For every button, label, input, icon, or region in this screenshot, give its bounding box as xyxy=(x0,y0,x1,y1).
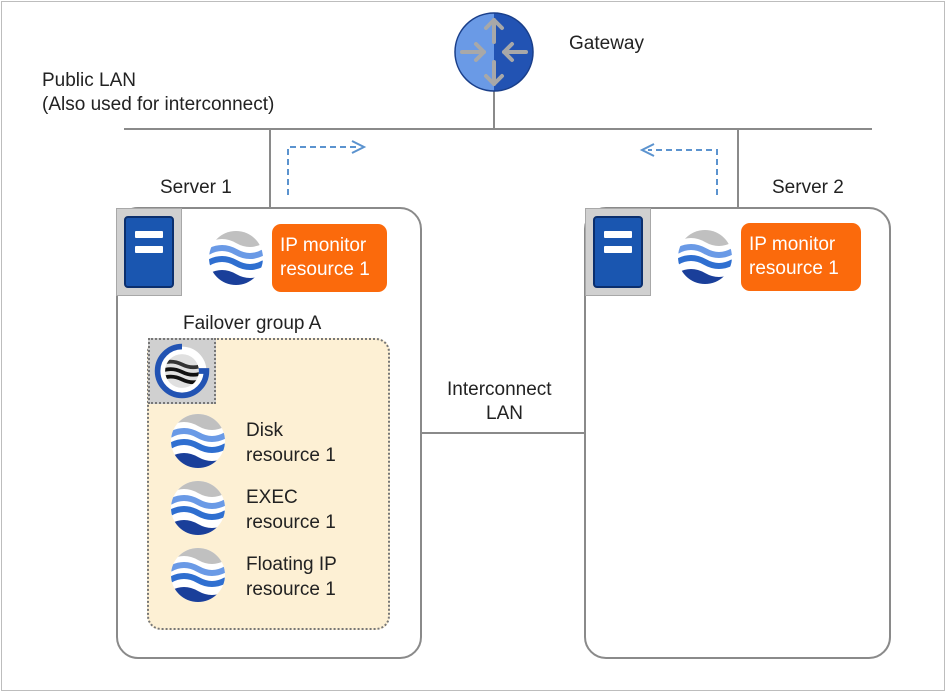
disk-resource-label: Disk xyxy=(246,420,283,441)
ip-monitor-resource-1-server2: IP monitor resource 1 xyxy=(741,223,861,291)
interconnect-sublabel: LAN xyxy=(486,403,523,424)
resource-icon xyxy=(171,481,225,535)
heartbeat-arrow-2 xyxy=(648,149,718,195)
ip-monitor-resource-1: IP monitor resource 1 xyxy=(272,224,387,292)
failover-group-label: Failover group A xyxy=(183,313,322,334)
server1-label: Server 1 xyxy=(160,177,232,198)
floating-ip-resource-label: Floating IP xyxy=(246,554,337,575)
interconnect-label: Interconnect xyxy=(447,379,552,400)
resource-icon xyxy=(171,414,225,468)
exec-resource-sublabel: resource 1 xyxy=(246,512,336,533)
gateway-label: Gateway xyxy=(569,33,644,54)
resource-icon xyxy=(171,548,225,602)
resource-icon xyxy=(209,231,263,285)
router-icon xyxy=(454,12,534,92)
server-icon xyxy=(585,208,651,296)
monitor-line2: resource 1 xyxy=(749,258,839,279)
server2-label: Server 2 xyxy=(772,177,844,198)
monitor-line1: IP monitor xyxy=(749,234,836,255)
public-lan-sublabel: (Also used for interconnect) xyxy=(42,94,275,115)
public-lan-label: Public LAN xyxy=(42,70,136,91)
disk-resource-sublabel: resource 1 xyxy=(246,445,336,466)
exec-resource-label: EXEC xyxy=(246,487,298,508)
monitor-line2: resource 1 xyxy=(280,259,370,280)
group-icon xyxy=(148,338,216,404)
floating-ip-resource-sublabel: resource 1 xyxy=(246,579,336,600)
server-icon xyxy=(116,208,182,296)
resource-icon xyxy=(678,230,732,284)
heartbeat-arrow-1 xyxy=(287,146,358,195)
monitor-line1: IP monitor xyxy=(280,235,367,256)
